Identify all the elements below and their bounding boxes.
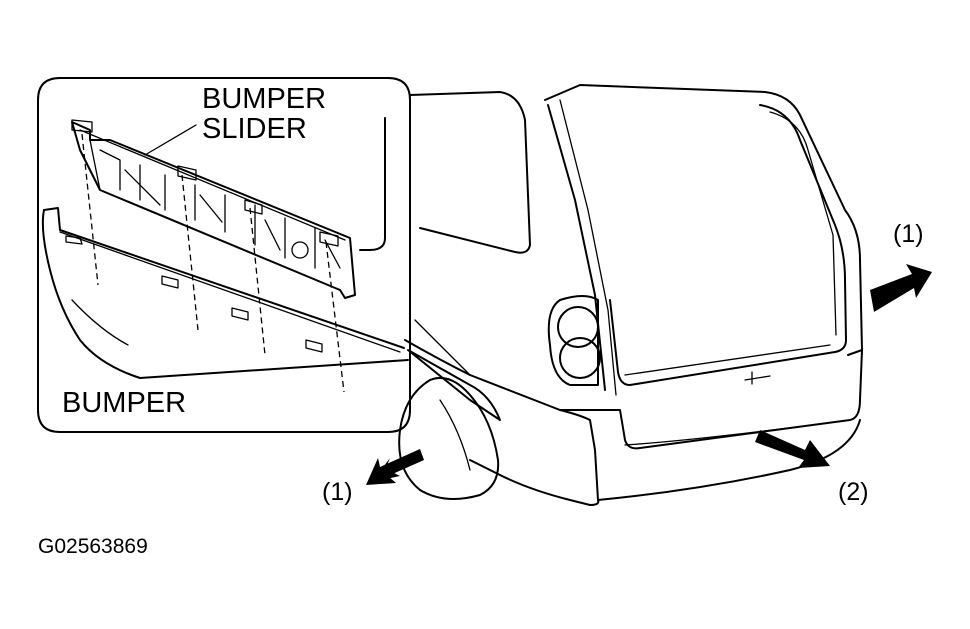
bumper-part (41, 207, 409, 379)
arrow-bottom-removal (755, 430, 830, 468)
bumper-slider-label-line1: BUMPER (202, 83, 326, 115)
arrow-bottom-label: (2) (838, 478, 869, 506)
bumper-slider-part (71, 119, 356, 299)
alignment-lines (81, 133, 345, 393)
inset-detail-panel (37, 77, 411, 433)
arrow-right-removal (870, 264, 932, 312)
bumper-label: BUMPER (62, 387, 186, 419)
bumper-leader-line (71, 299, 129, 346)
slider-leader-line (144, 124, 197, 156)
vehicle-rear-illustration (398, 84, 863, 506)
bumper-slider-label-line2: SLIDER (202, 113, 307, 145)
arrow-left-removal (366, 449, 424, 485)
arrow-right-label: (1) (893, 220, 924, 248)
figure-code: G02563869 (38, 535, 148, 558)
arrow-left-label: (1) (322, 478, 353, 506)
